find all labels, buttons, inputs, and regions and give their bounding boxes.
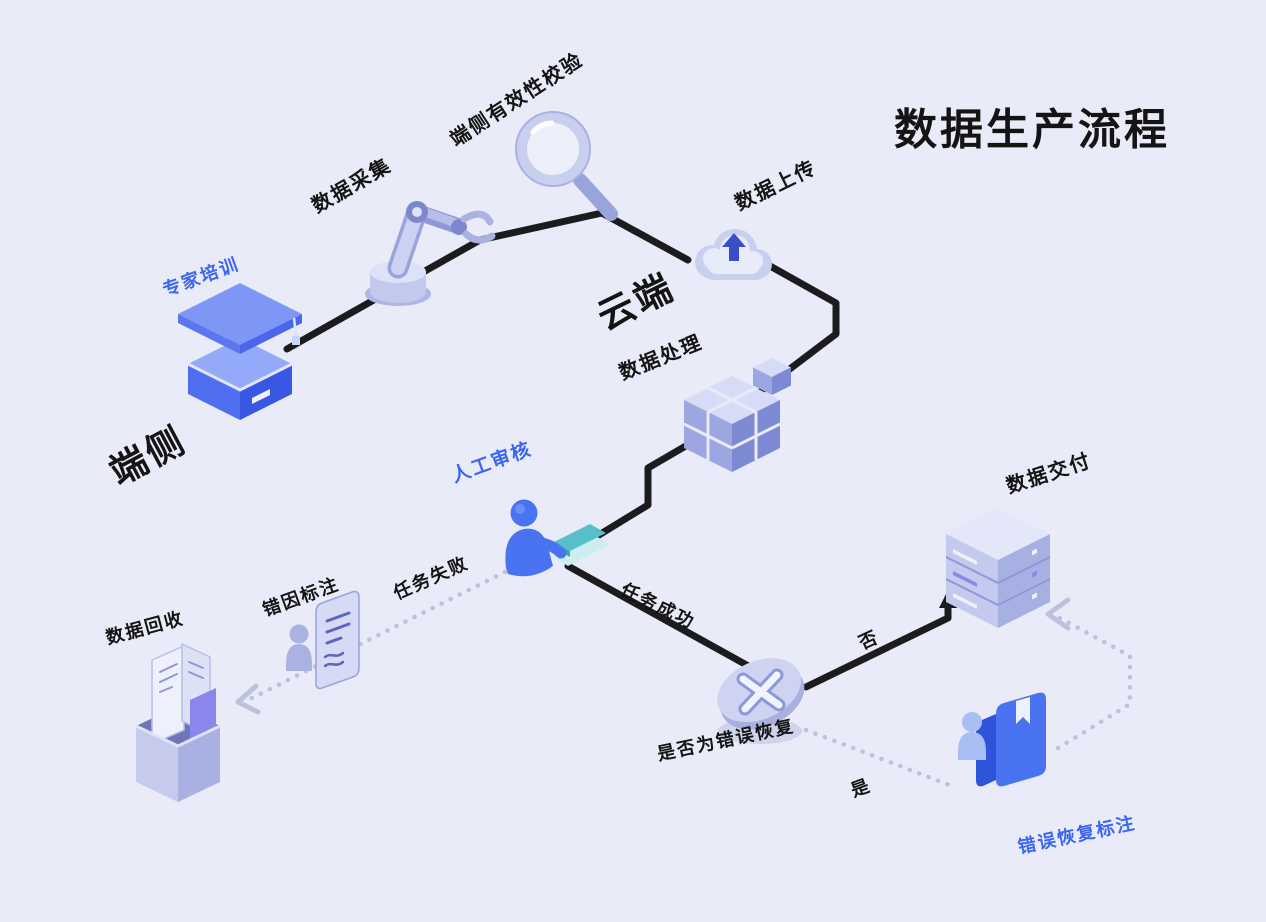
recycle-arrowhead-icon [235,683,261,715]
flow-no-line [802,600,952,691]
dotted-arrowheads [235,597,1071,715]
flow-processing-to-review-line [590,436,700,542]
error-cause-annotation-icon [286,590,360,690]
edge-yes-line [803,727,955,789]
decision-x-icon [717,658,805,744]
page-title: 数据生产流程 [894,106,1170,155]
delivery-return-arrowhead-icon [1045,597,1071,631]
flow-task-success-line [564,562,756,672]
manual-review-icon [505,499,610,577]
dotted-paths [245,569,1133,789]
recovery-annotation-icon [958,692,1046,787]
edge-task-failed-line [245,569,508,703]
recycle-box-icon [135,642,221,802]
robot-arm-icon [365,201,496,306]
magnifier-icon [515,111,618,221]
cloud-upload-icon [695,229,772,280]
server-icon [945,508,1051,628]
edge-recovery-return-line [1053,613,1133,751]
data-processing-icon [683,358,791,472]
flow-cloud-to-processing-line [758,258,840,394]
graduation-cap-icon [178,283,302,420]
